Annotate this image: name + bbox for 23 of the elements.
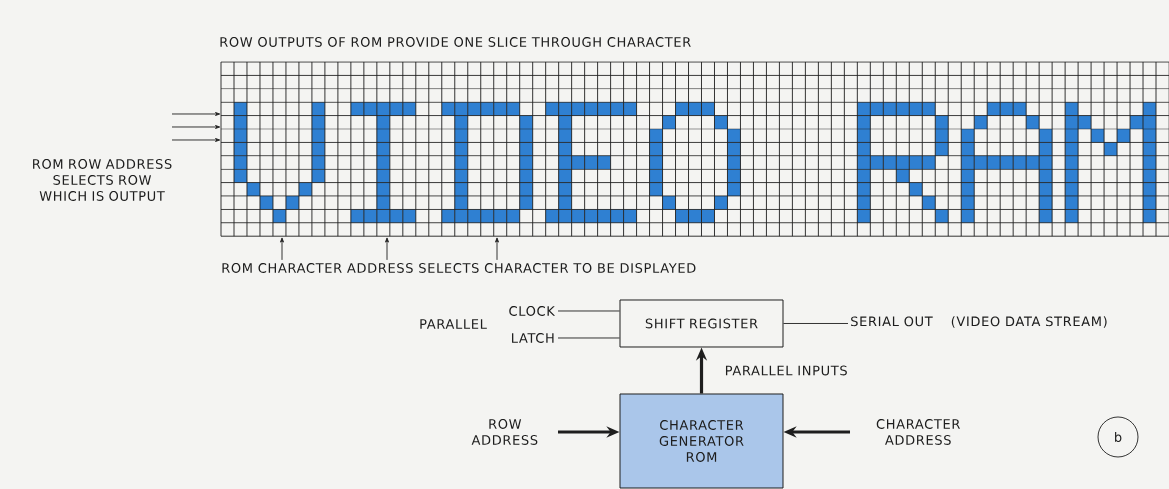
arrow <box>385 237 389 261</box>
process-box: CHARACTER GENERATOR ROM <box>619 393 784 489</box>
arrow <box>171 138 221 142</box>
arrow <box>280 237 284 261</box>
arrow <box>171 112 221 116</box>
caption-text: ROW OUTPUTS OF ROM PROVIDE ONE SLICE THROUGH CHARACTER <box>220 37 691 47</box>
signal-label: ROW ADDRESS <box>471 419 538 445</box>
signal-label: CHARACTER ADDRESS <box>876 419 960 445</box>
caption-text: PARALLEL <box>420 319 487 329</box>
arrow <box>171 125 221 129</box>
connector-line <box>557 310 620 312</box>
edge-label: PARALLEL INPUTS <box>726 365 847 376</box>
signal-label: CLOCK <box>509 306 556 316</box>
pixel-grid-drawing <box>220 61 1169 237</box>
caption-text: ROM ROW ADDRESS SELECTS ROW WHICH IS OUTPUT <box>33 159 172 201</box>
arrow <box>495 237 499 261</box>
signal-label: LATCH <box>512 333 554 343</box>
connector-line <box>557 337 620 339</box>
signal-label: (VIDEO DATA STREAM) <box>951 316 1107 328</box>
caption-text: ROM CHARACTER ADDRESS SELECTS CHARACTER TO BE DISPLAYED <box>222 263 696 273</box>
connector-line <box>783 323 849 324</box>
signal-label: SERIAL OUT <box>851 316 933 327</box>
process-box: SHIFT REGISTER <box>619 299 784 348</box>
